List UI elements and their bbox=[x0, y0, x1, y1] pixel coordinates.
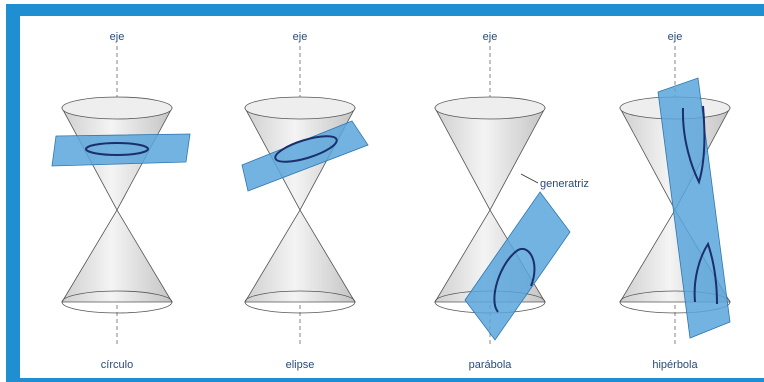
caption-hiperbola: hipérbola bbox=[652, 359, 698, 371]
axis-label: eje bbox=[110, 31, 125, 43]
figure-circulo: eje círculo bbox=[51, 31, 191, 371]
lower-cone bbox=[244, 209, 356, 303]
upper-cone bbox=[434, 107, 546, 211]
generatriz-label: generatriz bbox=[540, 178, 589, 190]
circle-curve bbox=[85, 142, 149, 156]
lower-cone bbox=[61, 209, 173, 303]
diagram-panel bbox=[20, 16, 764, 378]
upper-cone-rim bbox=[61, 96, 173, 120]
axis-label: eje bbox=[668, 31, 683, 43]
cutting-plane bbox=[464, 191, 571, 341]
upper-cone-rim bbox=[434, 96, 546, 120]
hyperbola-upper-branch bbox=[681, 105, 706, 185]
caption-circulo: círculo bbox=[101, 359, 133, 371]
generatriz-pointer bbox=[520, 173, 539, 184]
lower-cone-rim bbox=[619, 290, 731, 314]
axis-label: eje bbox=[483, 31, 498, 43]
lower-cone-rim bbox=[61, 290, 173, 314]
figure-elipse: eje elipse bbox=[241, 31, 369, 371]
upper-cone-rim bbox=[244, 96, 356, 120]
figure-parabola: eje generatriz parábola bbox=[434, 31, 589, 371]
cutting-plane bbox=[51, 133, 191, 167]
hyperbola-lower-branch bbox=[693, 241, 718, 305]
ellipse-curve bbox=[274, 135, 338, 163]
axis-label: eje bbox=[293, 31, 308, 43]
caption-parabola: parábola bbox=[469, 359, 513, 371]
parabola-curve bbox=[493, 247, 536, 313]
caption-elipse: elipse bbox=[286, 359, 315, 371]
figure-hiperbola: eje hipérbola bbox=[619, 31, 731, 371]
lower-cone-rim bbox=[244, 290, 356, 314]
cutting-plane bbox=[657, 77, 731, 339]
